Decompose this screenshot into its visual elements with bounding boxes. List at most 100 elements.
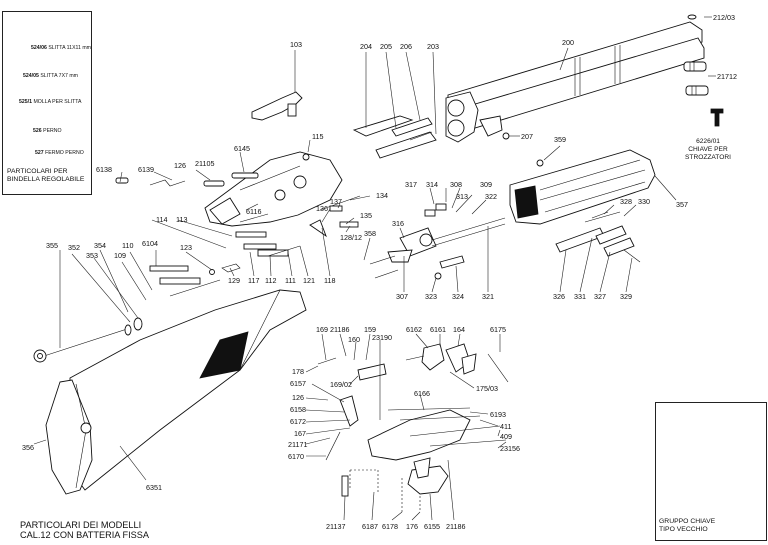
label-111: 111 <box>285 276 296 285</box>
label-317: 317 <box>405 180 417 189</box>
label-324: 324 <box>452 292 464 301</box>
label-136: 136 <box>316 204 328 213</box>
label-21186-a: 21186 <box>330 325 349 334</box>
label-113: 113 <box>176 215 187 224</box>
label-353: 353 <box>86 251 98 260</box>
label-110: 110 <box>122 241 133 250</box>
label-357: 357 <box>676 200 688 209</box>
legend-item-perno: 526 PERNO <box>33 128 62 134</box>
label-129: 129 <box>228 276 240 285</box>
label-135: 135 <box>360 211 372 220</box>
part-labels: 103 204 205 206 203 200 212/03 21712 207… <box>22 13 737 531</box>
label-6116: 6116 <box>246 207 261 216</box>
label-6187: 6187 <box>362 522 378 531</box>
legend-item-molla: 525/1 MOLLA PER SLITTA <box>19 99 82 105</box>
label-117: 117 <box>248 276 259 285</box>
label-176: 176 <box>406 522 418 531</box>
label-178: 178 <box>292 367 304 376</box>
label-21186-b: 21186 <box>446 522 465 531</box>
label-309: 309 <box>480 180 492 189</box>
label-169-02: 169/02 <box>330 380 352 389</box>
label-6155: 6155 <box>424 522 440 531</box>
label-307: 307 <box>396 292 408 301</box>
label-354: 354 <box>94 241 106 250</box>
label-169: 169 <box>316 325 328 334</box>
label-359: 359 <box>554 135 566 144</box>
label-164: 164 <box>453 325 465 334</box>
choke-key-tool <box>710 108 724 127</box>
label-6175: 6175 <box>490 325 506 334</box>
label-411: 411 <box>500 422 511 431</box>
legend-item-fermo-perno: 527 FERMO PERNO <box>35 150 84 156</box>
label-409: 409 <box>500 432 512 441</box>
label-207: 207 <box>521 132 533 141</box>
label-23190: 23190 <box>372 333 392 342</box>
label-128-12: 128/12 <box>340 233 362 242</box>
page-title: PARTICOLARI DEI MODELLI CAL.12 CON BATTE… <box>20 520 150 540</box>
label-6162: 6162 <box>406 325 422 334</box>
label-115: 115 <box>312 132 323 141</box>
label-200: 200 <box>562 38 574 47</box>
label-23156: 23156 <box>500 444 520 453</box>
label-323: 323 <box>425 292 437 301</box>
label-322: 322 <box>485 192 497 201</box>
label-109: 109 <box>114 251 126 260</box>
extractor-parts <box>302 115 544 167</box>
label-175-03: 175/03 <box>476 384 498 393</box>
label-328: 328 <box>620 197 632 206</box>
top-lever <box>251 91 303 121</box>
label-6104: 6104 <box>142 239 158 248</box>
label-159: 159 <box>364 325 376 334</box>
label-126: 126 <box>174 161 186 170</box>
inset-box-old-key-group: GRUPPO CHIAVE TIPO VECCHIO <box>655 402 767 541</box>
label-160: 160 <box>348 335 360 344</box>
legend-item-slitta-11: 524/06 SLITTA 11X11 mm <box>31 45 91 51</box>
legend-box: 524/06 SLITTA 11X11 mm 524/05 SLITTA 7X7… <box>2 11 92 195</box>
label-6193: 6193 <box>490 410 506 419</box>
label-112: 112 <box>265 276 276 285</box>
label-21171: 21171 <box>288 440 307 449</box>
label-6161: 6161 <box>430 325 446 334</box>
label-358: 358 <box>364 229 376 238</box>
label-212-03: 212/03 <box>713 13 735 22</box>
label-134: 134 <box>376 191 388 200</box>
label-6172: 6172 <box>290 417 306 426</box>
label-205: 205 <box>380 42 392 51</box>
choke-tubes <box>683 14 709 96</box>
label-114: 114 <box>156 215 167 224</box>
fore-end-iron-parts <box>369 203 641 280</box>
label-331: 331 <box>574 292 586 301</box>
legend-title: PARTICOLARI PER BINDELLA REGOLABILE <box>7 168 85 183</box>
inset-title: GRUPPO CHIAVE TIPO VECCHIO <box>659 518 716 533</box>
action-small-parts <box>115 172 361 297</box>
label-21712: 21712 <box>717 72 737 81</box>
label-6157: 6157 <box>290 379 306 388</box>
label-327: 327 <box>594 292 606 301</box>
label-206: 206 <box>400 42 412 51</box>
barrel-assembly <box>445 21 705 143</box>
receiver <box>204 151 343 227</box>
label-6351: 6351 <box>146 483 162 492</box>
label-6170: 6170 <box>288 452 304 461</box>
label-329: 329 <box>620 292 632 301</box>
label-21137: 21137 <box>326 522 345 531</box>
label-21105: 21105 <box>195 159 214 168</box>
label-316: 316 <box>392 219 404 228</box>
label-6158: 6158 <box>290 405 306 414</box>
stock <box>45 289 307 495</box>
label-6139: 6139 <box>138 165 154 174</box>
trigger-group <box>317 343 509 512</box>
leader-lines <box>33 16 716 521</box>
label-352: 352 <box>68 243 80 252</box>
fore-end <box>509 149 656 225</box>
label-167: 167 <box>294 429 306 438</box>
label-330: 330 <box>638 197 650 206</box>
label-6145: 6145 <box>234 144 250 153</box>
label-121: 121 <box>303 276 315 285</box>
label-103: 103 <box>290 40 302 49</box>
choke-key-label: 6226/01 CHIAVE PER STROZZATORI <box>685 138 731 161</box>
label-203: 203 <box>427 42 439 51</box>
label-321: 321 <box>482 292 494 301</box>
label-314: 314 <box>426 180 438 189</box>
